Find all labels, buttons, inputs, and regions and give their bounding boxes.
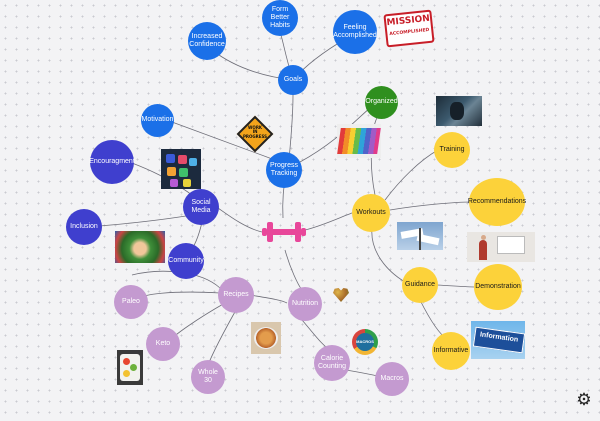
form-better-habits-node[interactable]: Form Better Habits — [262, 0, 298, 36]
feeling-accomplished-label: Feeling Accomplished — [333, 23, 377, 39]
form-better-habits-label: Form Better Habits — [270, 5, 290, 30]
encouragment-node[interactable]: Encouragment — [89, 140, 135, 184]
increased-confidence-node[interactable]: Increased Confidence — [188, 22, 226, 60]
veggie-plate-photo — [117, 350, 143, 385]
paleo-node[interactable]: Paleo — [114, 285, 148, 319]
motivation-label: Motivation — [141, 116, 174, 124]
informative-label: Informative — [433, 346, 469, 354]
macros-badge-text: MACROS — [356, 339, 374, 344]
guidance-node[interactable]: Guidance — [402, 267, 438, 303]
guidance-label: Guidance — [405, 280, 435, 288]
increased-confidence-label: Increased Confidence — [189, 32, 225, 48]
recommendations-label: Recommendations — [467, 197, 527, 205]
macros-node[interactable]: Macros — [375, 362, 409, 396]
feeling-accomplished-node[interactable]: Feeling Accomplished — [333, 10, 377, 54]
goals-node[interactable]: Goals — [278, 65, 308, 95]
recipes-node[interactable]: Recipes — [218, 277, 254, 313]
social-media-node[interactable]: Social Media — [183, 189, 219, 225]
progress-tracking-node[interactable]: Progress Tracking — [266, 152, 302, 188]
team-hands-photo — [115, 231, 165, 263]
training-node[interactable]: Training — [434, 132, 470, 168]
workouts-node[interactable]: Workouts — [352, 194, 390, 232]
community-label: Community — [168, 256, 204, 264]
organized-node[interactable]: Organized — [365, 86, 398, 119]
whole30-label: Whole 30 — [198, 368, 218, 384]
keto-node[interactable]: Keto — [146, 327, 180, 361]
calorie-counting-node[interactable]: Calorie Counting — [314, 345, 350, 381]
goals-label: Goals — [283, 75, 303, 83]
keto-label: Keto — [155, 339, 171, 347]
presentation-photo — [467, 232, 535, 262]
inclusion-label: Inclusion — [70, 222, 98, 230]
work-in-progress-sign: WORK IN PROGRESS — [236, 115, 274, 153]
demonstration-node[interactable]: Demonstration — [474, 264, 522, 310]
inclusion-node[interactable]: Inclusion — [66, 209, 102, 245]
macros-badge: MACROS — [352, 329, 378, 355]
nutrition-label: Nutrition — [291, 299, 319, 307]
motivation-node[interactable]: Motivation — [141, 104, 174, 137]
mission-stamp-line1: MISSION — [386, 13, 431, 29]
macros-label: Macros — [380, 374, 404, 382]
organized-label: Organized — [365, 98, 398, 106]
paleo-label: Paleo — [122, 297, 140, 305]
mission-stamp-line2: ACCOMPLISHED — [389, 27, 430, 38]
recommendations-node[interactable]: Recommendations — [467, 178, 527, 226]
dumbbell-icon[interactable] — [262, 219, 306, 245]
nutrition-node[interactable]: Nutrition — [288, 287, 322, 321]
social-media-label: Social Media — [191, 198, 211, 214]
meal-bowl-photo — [251, 322, 281, 354]
whole30-node[interactable]: Whole 30 — [191, 360, 225, 394]
informative-node[interactable]: Informative — [432, 332, 470, 370]
calorie-counting-label: Calorie Counting — [317, 354, 347, 370]
social-apps-photo — [161, 149, 201, 189]
heart-food-photo — [330, 282, 352, 304]
folders-photo — [337, 124, 381, 158]
recipes-label: Recipes — [223, 290, 249, 298]
information-sign-photo: Information — [471, 321, 525, 359]
encouragment-label: Encouragment — [89, 157, 135, 165]
gear-icon[interactable]: ⚙ — [576, 390, 592, 409]
demonstration-label: Demonstration — [475, 282, 521, 290]
running-photo — [436, 96, 482, 126]
community-node[interactable]: Community — [168, 243, 204, 279]
training-label: Training — [439, 145, 465, 153]
work-sign-text: WORK IN PROGRESS — [242, 125, 268, 139]
workouts-label: Workouts — [356, 208, 386, 216]
mission-accomplished-stamp: MISSION ACCOMPLISHED — [383, 9, 435, 48]
direction-signs-photo — [397, 222, 443, 250]
progress-tracking-label: Progress Tracking — [269, 161, 298, 177]
